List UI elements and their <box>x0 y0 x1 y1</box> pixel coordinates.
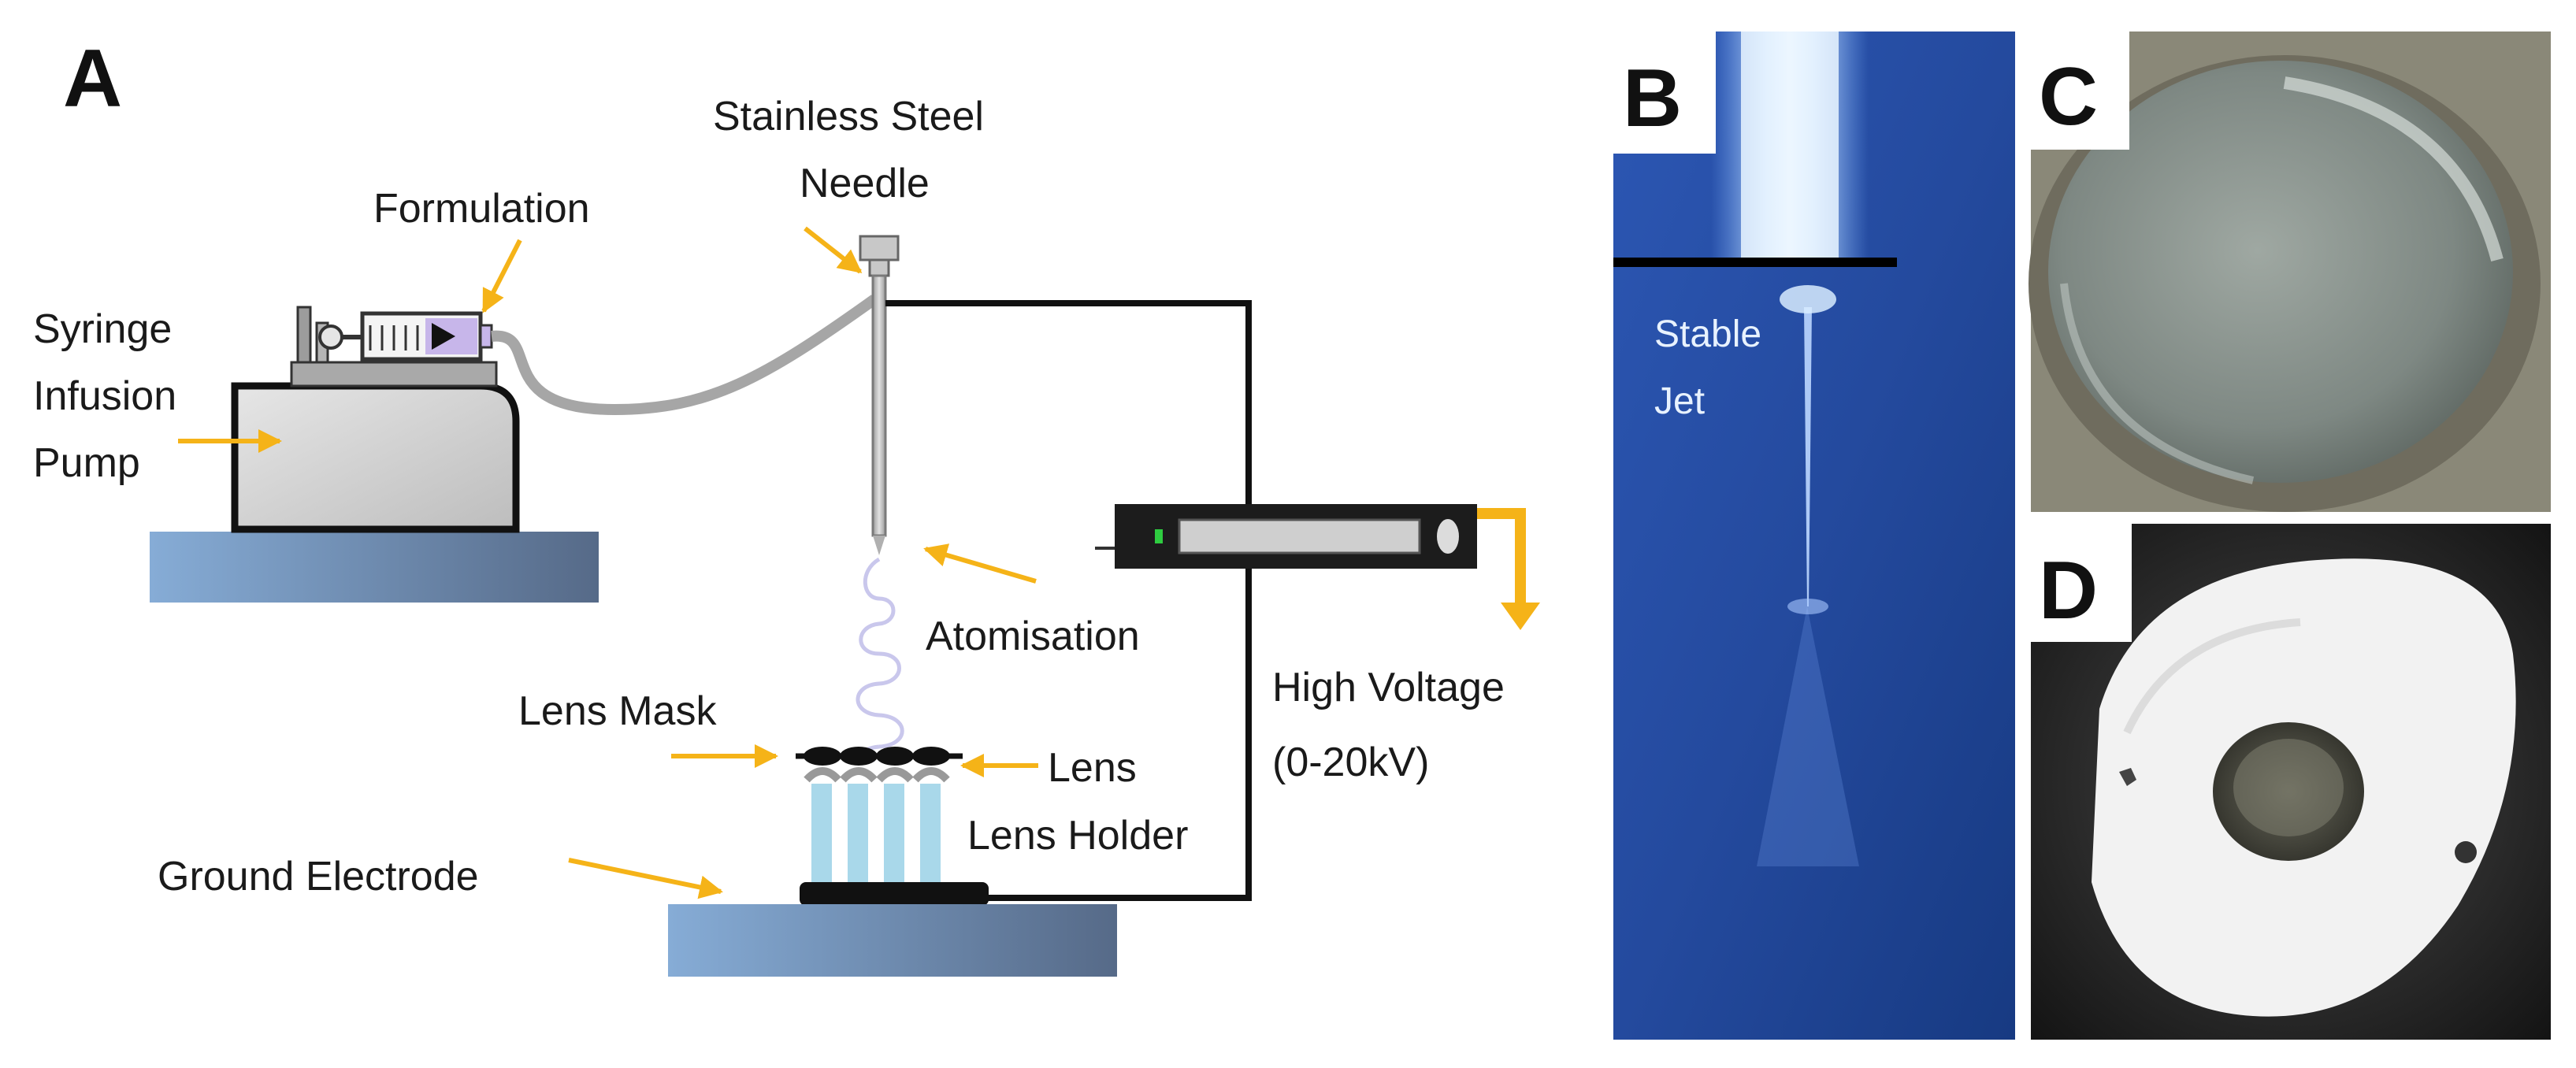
lens-holder <box>811 784 941 882</box>
hv-arrow-head <box>1501 603 1540 630</box>
label-lens-holder: Lens Holder <box>967 813 1188 858</box>
high-voltage-supply <box>1095 504 1477 569</box>
pump-base-plate <box>150 532 599 603</box>
ground-base-plate <box>668 904 1117 977</box>
circuit-wire-top <box>885 300 1252 901</box>
label-ground-electrode: Ground Electrode <box>158 854 479 899</box>
label-pump-line3: Pump <box>33 440 140 486</box>
label-needle-line1: Stainless Steel <box>713 94 984 139</box>
label-needle-line2: Needle <box>800 161 930 206</box>
syringe-pump-body <box>231 382 520 533</box>
panel-d: D <box>2031 524 2551 1040</box>
lens-mask <box>796 747 963 766</box>
formulation-tubing <box>491 295 878 416</box>
panel-letter-a: A <box>63 33 122 124</box>
panel-a: A <box>33 33 1540 977</box>
label-pump-line2: Infusion <box>33 373 176 419</box>
ground-electrode <box>800 882 989 906</box>
label-jet-text: Jet <box>1654 380 1705 422</box>
panel-b: B Stable Jet <box>1613 32 2015 1040</box>
panel-c: C <box>2029 32 2551 512</box>
label-hv-line1: High Voltage <box>1272 665 1505 710</box>
label-lens-mask: Lens Mask <box>518 688 717 734</box>
stainless-steel-needle <box>859 235 900 555</box>
panel-letter-c: C <box>2039 51 2098 143</box>
panel-letter-d: D <box>2039 545 2098 636</box>
label-lens: Lens <box>1048 745 1137 791</box>
label-formulation: Formulation <box>373 186 590 232</box>
panel-letter-b: B <box>1623 53 1682 144</box>
hv-output-arrow <box>1477 508 1526 606</box>
lenses <box>804 767 950 783</box>
label-arrows <box>178 226 1038 899</box>
syringe <box>290 306 498 388</box>
label-pump-line1: Syringe <box>33 306 172 352</box>
atomisation-spray <box>856 557 904 749</box>
label-stable: Stable <box>1654 313 1761 355</box>
label-hv-line2: (0-20kV) <box>1272 740 1429 785</box>
label-atomisation: Atomisation <box>926 614 1140 659</box>
